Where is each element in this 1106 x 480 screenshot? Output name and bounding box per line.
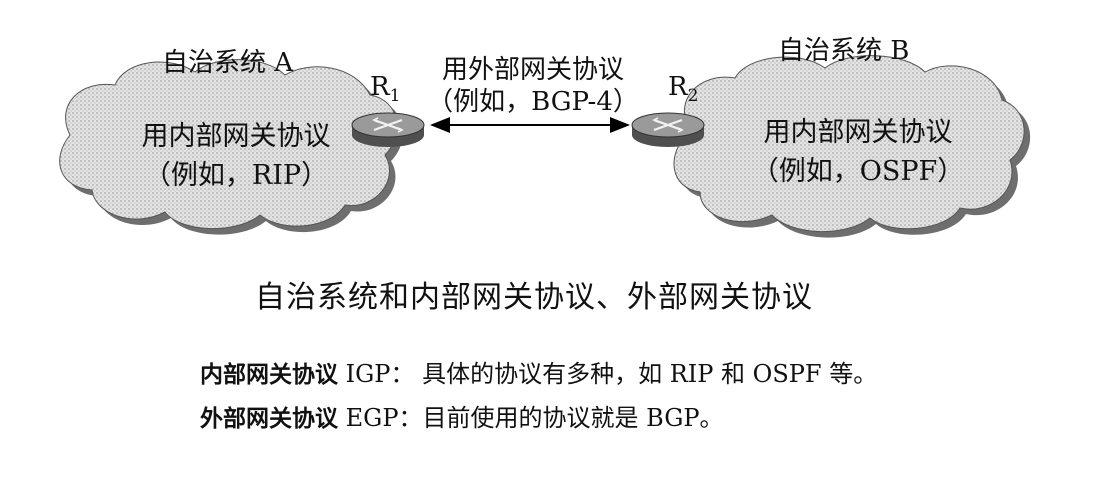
as-a-title: 自治系统 A <box>162 48 294 78</box>
note-igp-abbr: IGP <box>345 360 391 388</box>
note-igp-text: ： 具体的协议有多种，如 RIP 和 OSPF 等。 <box>390 360 878 388</box>
as-b-title: 自治系统 B <box>778 36 910 66</box>
router-r2-label-sub: 2 <box>687 86 699 106</box>
as-b-protocol-line2: （例如，OSPF） <box>751 156 965 187</box>
router-r1-label-sub: 1 <box>389 86 401 106</box>
router-r1-label-base: R <box>370 72 390 102</box>
note-egp: 外部网关协议 EGP：目前使用的协议就是 BGP。 <box>200 398 724 433</box>
note-egp-term: 外部网关协议 <box>200 406 338 432</box>
note-egp-text: ：目前使用的协议就是 BGP。 <box>398 404 724 432</box>
figure-caption: 自治系统和内部网关协议、外部网关协议 <box>255 280 813 315</box>
egp-label: 用外部网关协议 （例如，BGP-4） <box>418 54 648 118</box>
as-b-protocol: 用内部网关协议 （例如，OSPF） <box>738 110 978 188</box>
note-egp-abbr: EGP <box>345 404 399 432</box>
cloud-as-a <box>59 59 403 235</box>
router-r2-label: R2 <box>668 72 698 106</box>
as-b-protocol-line1: 用内部网关协议 <box>763 117 953 148</box>
as-a-protocol-line2: （例如，RIP） <box>143 160 329 191</box>
router-r2-label-base: R <box>668 72 688 102</box>
router-r1-icon <box>351 112 425 147</box>
as-a-protocol: 用内部网关协议 （例如，RIP） <box>126 114 346 192</box>
as-a-protocol-line1: 用内部网关协议 <box>141 121 331 152</box>
note-igp-term: 内部网关协议 <box>200 362 338 388</box>
note-igp: 内部网关协议 IGP： 具体的协议有多种，如 RIP 和 OSPF 等。 <box>200 354 877 389</box>
egp-label-line2: （例如，BGP-4） <box>427 87 639 117</box>
router-r1-label: R1 <box>370 72 400 106</box>
egp-label-line1: 用外部网关协议 <box>441 55 624 85</box>
cloud-as-b <box>673 55 1031 238</box>
router-r2-icon <box>631 112 705 147</box>
